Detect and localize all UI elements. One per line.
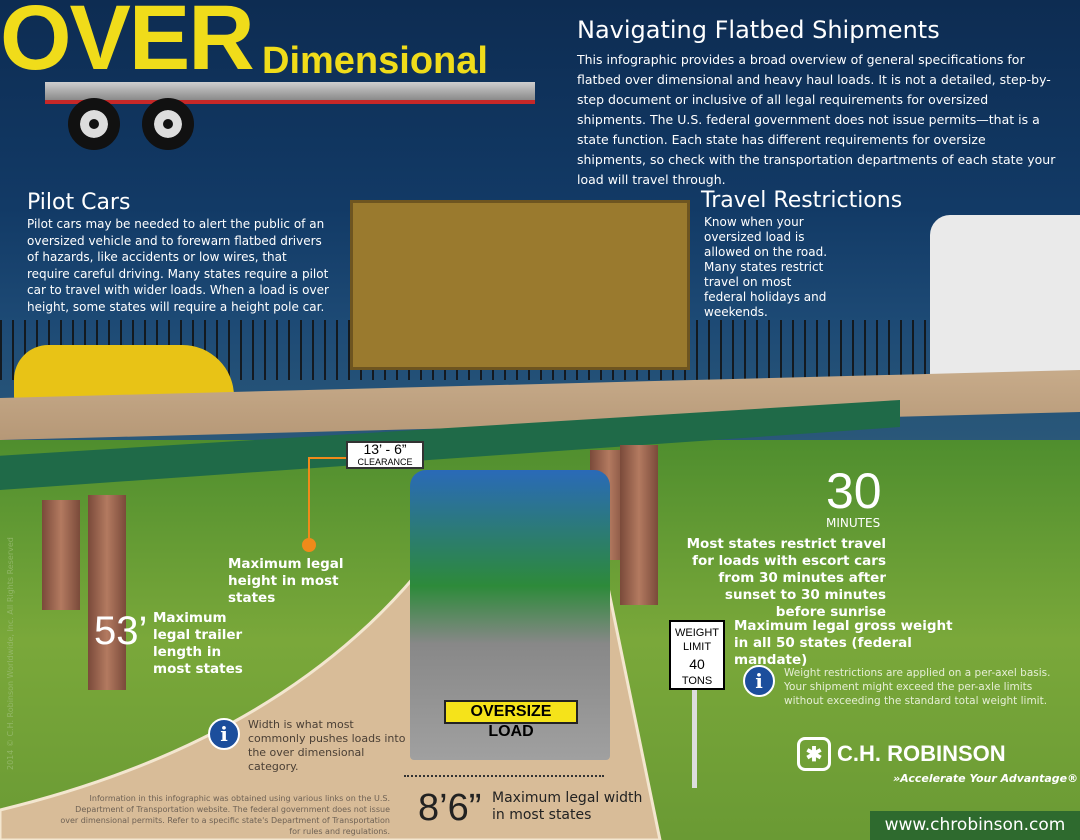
headline-over: OVER	[0, 0, 255, 89]
info-icon: i	[743, 665, 775, 697]
snowflake-logo-icon: ✱	[797, 737, 831, 771]
minutes-caption: Most states restrict travel for loads wi…	[686, 536, 886, 620]
leader-line	[308, 457, 346, 459]
oversize-cargo	[350, 200, 690, 370]
width-value: 8’6”	[418, 787, 482, 829]
pillar	[620, 445, 658, 605]
width-info: Width is what most commonly pushes loads…	[248, 718, 406, 773]
clearance-sign: 13’ - 6” CLEARANCE	[346, 441, 424, 469]
leader-line	[308, 457, 310, 542]
pillar	[88, 495, 126, 690]
disclaimer: Information in this infographic was obta…	[60, 794, 390, 836]
headline-dimensional: Dimensional	[262, 40, 488, 82]
flatbed-trailer	[45, 82, 535, 104]
minutes-unit: MINUTES	[826, 516, 881, 530]
sign-post	[692, 690, 697, 788]
wheel-icon	[68, 98, 120, 150]
info-icon: i	[208, 718, 240, 750]
intro-title: Navigating Flatbed Shipments	[577, 16, 940, 44]
travel-restrictions-body: Know when your oversized load is allowed…	[704, 215, 828, 319]
copyright: 2014 © C.H. Robinson Worldwide, Inc. All…	[6, 537, 15, 770]
wheel-icon	[142, 98, 194, 150]
truck-cab	[930, 215, 1080, 385]
clearance-label: CLEARANCE	[357, 457, 413, 467]
travel-restrictions-title: Travel Restrictions	[701, 188, 903, 213]
width-dimension-line	[404, 775, 604, 777]
weight-limit-sign: WEIGHT LIMIT 40 TONS	[669, 620, 725, 690]
length-value: 53’	[94, 609, 148, 653]
pilot-cars-body: Pilot cars may be needed to alert the pu…	[27, 217, 329, 314]
sign-line: LIMIT	[682, 641, 712, 653]
height-marker	[302, 538, 316, 552]
intro-body: This infographic provides a broad overvi…	[577, 52, 1056, 187]
clearance-value: 13’ - 6”	[363, 441, 407, 457]
weight-caption: Maximum legal gross weight in all 50 sta…	[734, 618, 953, 668]
height-caption: Maximum legal height in most states	[228, 556, 344, 606]
pillar	[42, 500, 80, 610]
pilot-cars-title: Pilot Cars	[27, 190, 131, 215]
length-caption: Maximum legal trailer length in most sta…	[153, 610, 243, 677]
sign-line: TONS	[681, 675, 713, 687]
sign-line: WEIGHT	[675, 627, 719, 639]
weight-info: Weight restrictions are applied on a per…	[784, 667, 1051, 707]
oversize-load-banner: OVERSIZE LOAD	[444, 700, 578, 740]
sign-line: 40	[689, 656, 705, 672]
minutes-value: 30	[826, 463, 882, 519]
brand-name: C.H. ROBINSON	[837, 741, 1006, 766]
width-caption: Maximum legal width in most states	[492, 790, 643, 823]
brand-tagline: »Accelerate Your Advantage®	[893, 772, 1079, 785]
website-link[interactable]: www.chrobinson.com	[870, 811, 1080, 840]
pilot-car	[14, 345, 234, 400]
ch-robinson-logo: ✱ C.H. ROBINSON	[797, 737, 1006, 771]
